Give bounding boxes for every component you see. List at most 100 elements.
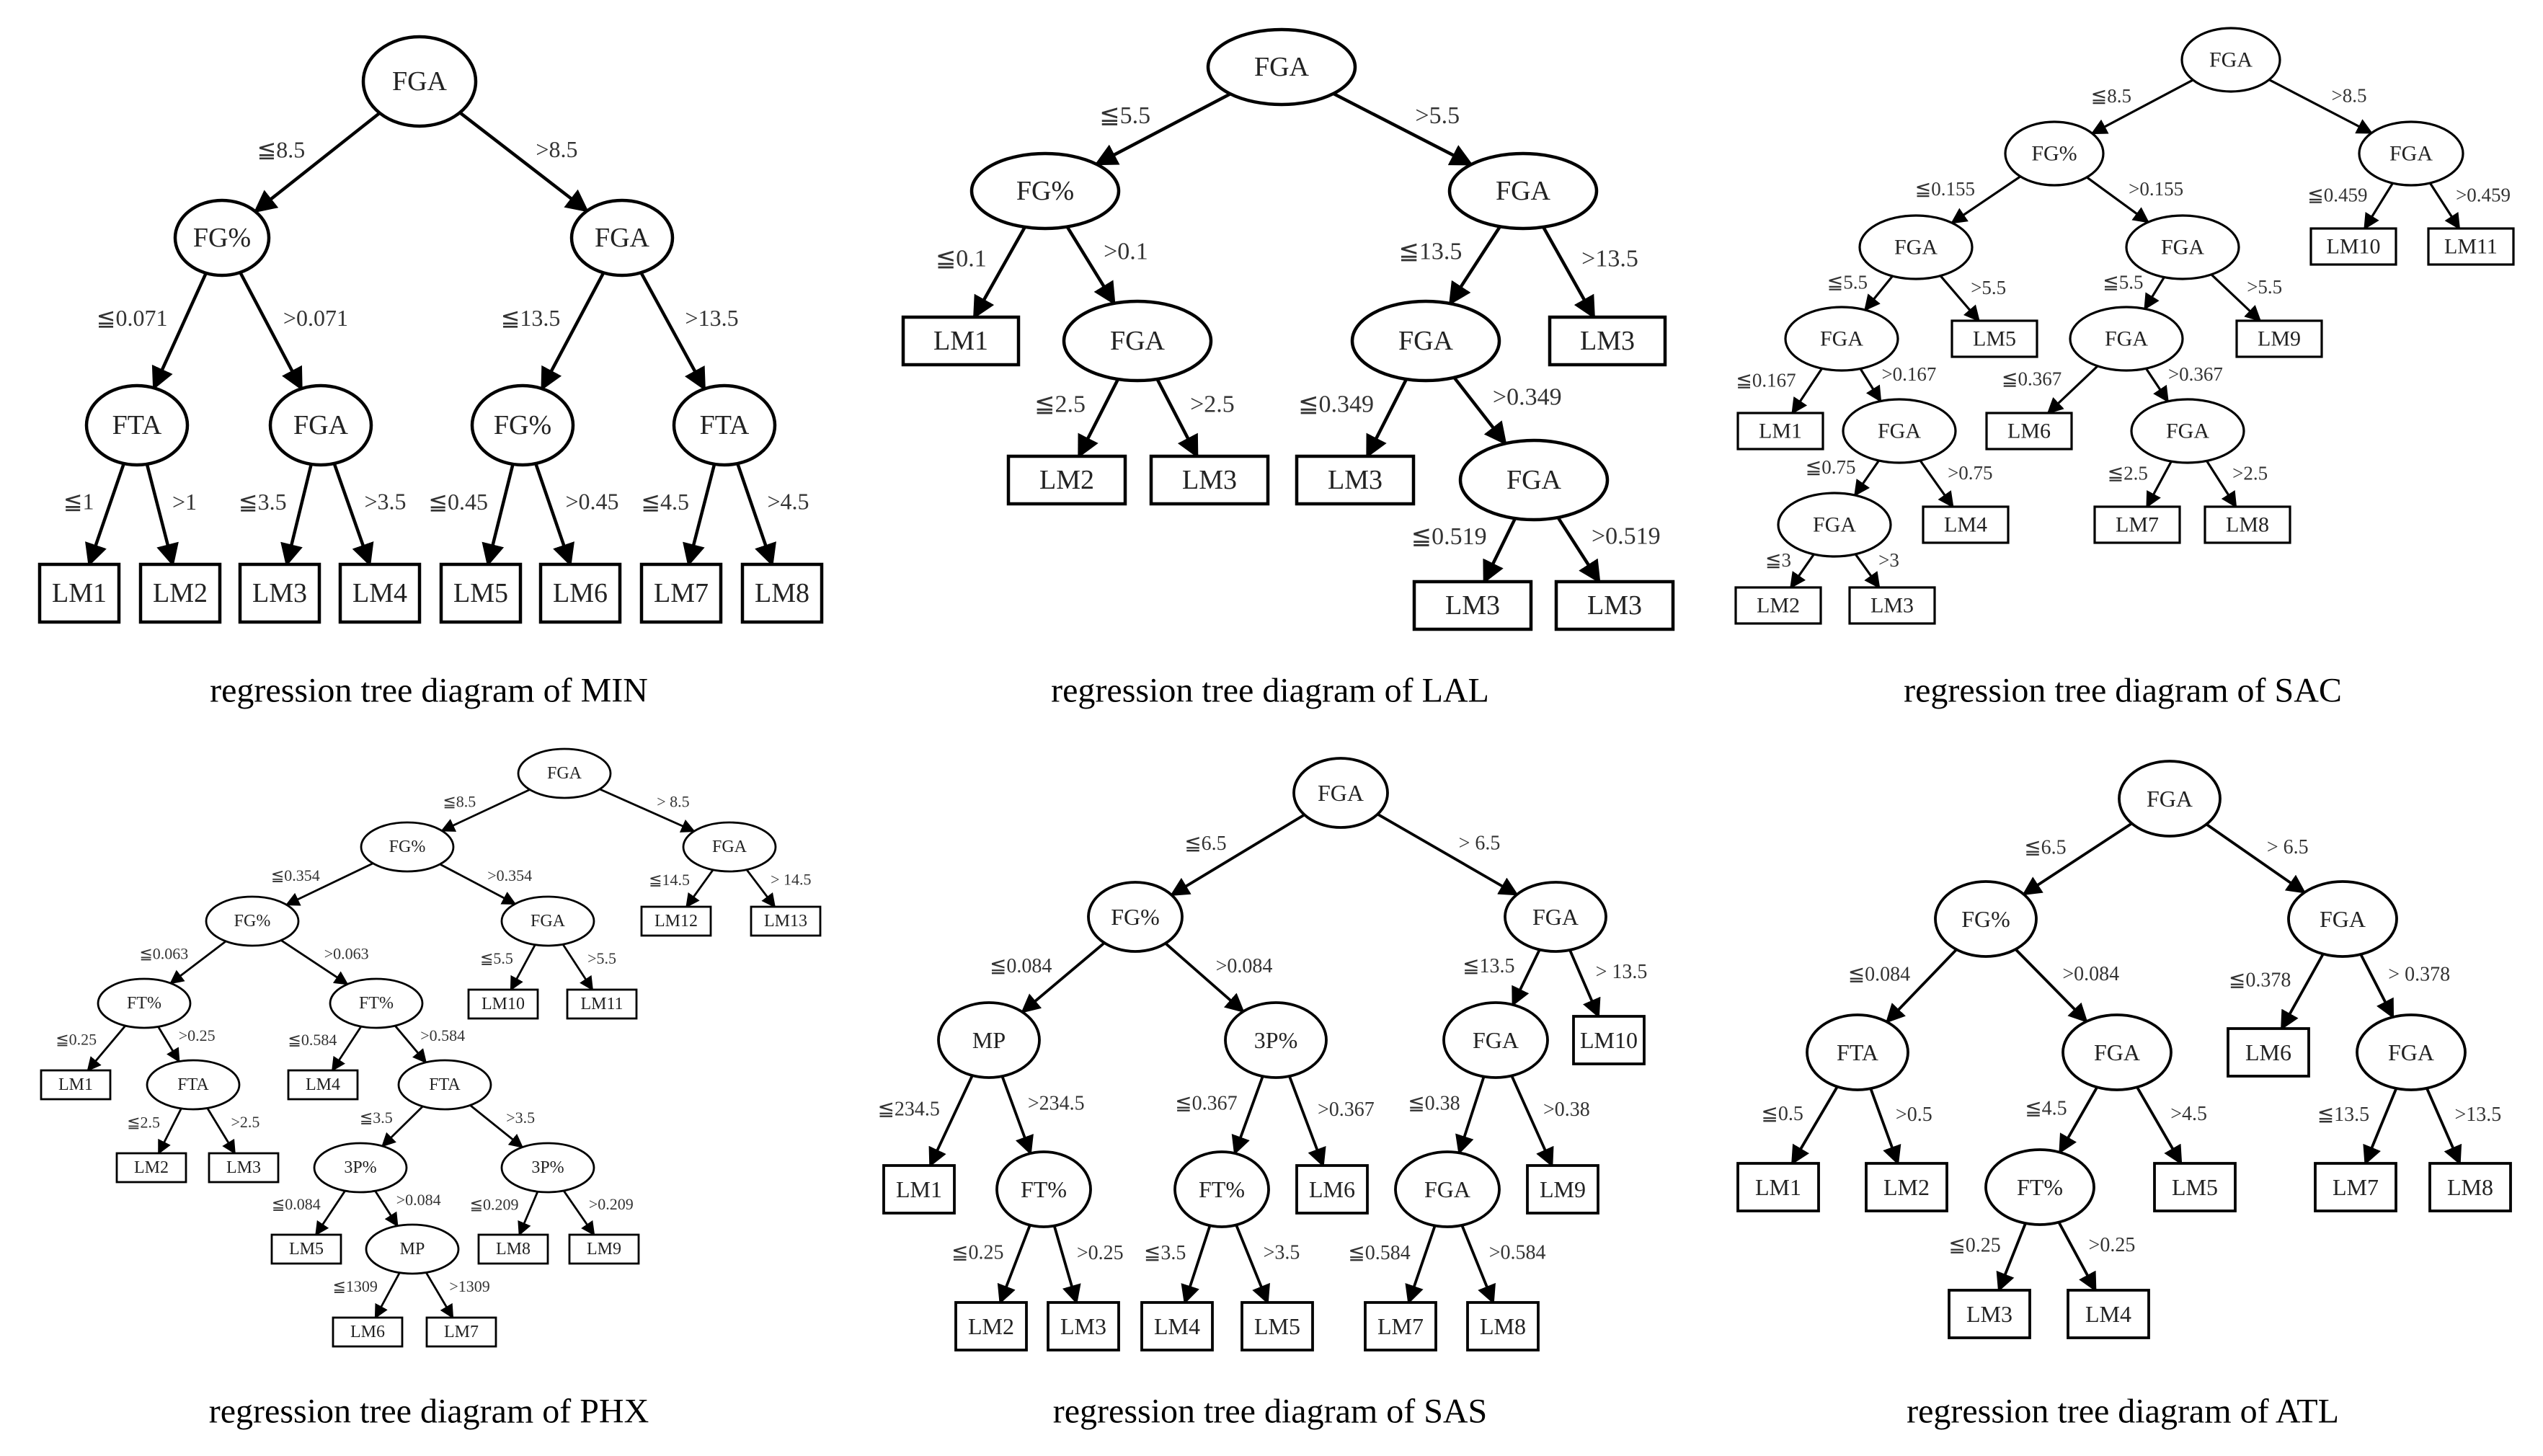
leaf-node-box <box>2204 505 2291 544</box>
node-label: FGA <box>392 66 448 97</box>
edge-label: ≦0.367 <box>2002 368 2062 390</box>
split-node: FGA <box>2358 120 2464 187</box>
edge-l2-l5 <box>1448 226 1501 306</box>
split-node: FGA <box>517 747 612 799</box>
split-node-ellipse <box>2004 120 2105 187</box>
node-label: LM9 <box>2258 327 2301 351</box>
leaf-node-box <box>1241 1301 1314 1351</box>
edge-a3-a8 <box>1000 1075 1034 1155</box>
edge-a8-a13 <box>997 1225 1031 1305</box>
edge-label: ≦0.349 <box>1298 391 1374 417</box>
node-label: LM5 <box>1254 1313 1300 1339</box>
edge-p0-p1 <box>440 789 531 832</box>
leaf-node-box <box>2153 1162 2237 1212</box>
split-node-ellipse <box>1458 438 1610 522</box>
split-node: MP <box>365 1223 460 1275</box>
edge-label: ≦5.5 <box>2103 272 2143 293</box>
split-node: FGA <box>682 821 777 873</box>
node-label: LM8 <box>2226 513 2269 537</box>
node-label: LM11 <box>580 995 623 1013</box>
split-node-ellipse <box>517 747 612 799</box>
edge-label: ≦0.084 <box>1848 964 1910 986</box>
edge-label: ≦0.354 <box>271 866 320 884</box>
split-node-ellipse <box>1806 1013 1909 1091</box>
leaf-node-box <box>2093 505 2181 544</box>
node-label: FGA <box>1532 904 1579 930</box>
edge-p12-p15 <box>157 1108 182 1155</box>
split-node: FGA <box>2130 398 2245 464</box>
split-node-ellipse <box>1504 881 1607 953</box>
split-node-ellipse <box>1842 398 1957 464</box>
node-label: FGA <box>2147 786 2193 812</box>
edge-a5-a11 <box>1455 1076 1486 1155</box>
leaf-node-box <box>1295 454 1416 506</box>
leaf-node: LM8 <box>1466 1301 1540 1351</box>
edge-m4-m9 <box>280 463 313 567</box>
edge-label: >0.367 <box>1318 1098 1375 1121</box>
leaf-node: LM3 <box>1047 1301 1120 1351</box>
node-label: LM2 <box>134 1158 169 1177</box>
edge-s14-s17 <box>2146 461 2173 508</box>
edge-label: ≦13.5 <box>2317 1104 2369 1126</box>
node-label: LM2 <box>1039 465 1094 495</box>
leaf-node: LM5 <box>2153 1162 2237 1212</box>
edge-label: ≦0.584 <box>288 1031 337 1049</box>
edge-m6-m14 <box>736 463 776 567</box>
edge-label: >1 <box>172 489 197 515</box>
edge-label: ≦3.5 <box>1144 1242 1186 1264</box>
edge-a2-a6 <box>1568 949 1601 1018</box>
leaf-node-box <box>750 905 822 937</box>
leaf-node: LM7 <box>639 562 723 624</box>
leaf-node-box <box>1047 1301 1120 1351</box>
leaf-node: LM8 <box>477 1233 549 1265</box>
caption-min: regression tree diagram of MIN <box>210 672 648 710</box>
edge-l1-l3 <box>972 226 1026 319</box>
leaf-node: LM9 <box>568 1233 640 1265</box>
edge-t2-t5 <box>2280 953 2325 1031</box>
split-node: FG% <box>2004 120 2105 187</box>
leaf-node: LM9 <box>2235 319 2323 358</box>
leaf-node: LM10 <box>2309 227 2397 266</box>
node-label: FG% <box>2031 142 2077 166</box>
leaf-node-box <box>1006 454 1127 506</box>
edge-label: >0.25 <box>1077 1242 1124 1264</box>
node-label: FG% <box>234 912 271 931</box>
node-label: LM7 <box>444 1323 479 1341</box>
edge-l0-l2 <box>1332 92 1473 167</box>
leaf-node-box <box>138 562 222 624</box>
node-label: LM4 <box>2085 1301 2131 1327</box>
node-label: LM4 <box>306 1075 340 1094</box>
node-label: LM11 <box>2444 235 2498 259</box>
split-node-ellipse <box>672 383 777 467</box>
edge-m2-m6 <box>639 272 706 391</box>
edge-a5-a12 <box>1510 1075 1554 1168</box>
edge-p20-p23 <box>374 1272 401 1319</box>
edge-m2-m5 <box>540 272 605 391</box>
node-label: FTA <box>429 1075 461 1094</box>
split-node-ellipse <box>500 1142 595 1194</box>
leaf-node-box <box>639 562 723 624</box>
node-label: FGA <box>1254 52 1310 82</box>
leaf-node: LM1 <box>40 1069 112 1101</box>
edge-label: > 14.5 <box>771 871 811 889</box>
leaf-node: LM2 <box>1006 454 1127 506</box>
edge-label: ≦2.5 <box>2108 463 2148 484</box>
split-node-ellipse <box>2130 398 2245 464</box>
edge-p17-p20 <box>374 1190 399 1228</box>
node-label: LM2 <box>153 578 208 608</box>
leaf-node-box <box>2427 227 2515 266</box>
edge-label: >0.084 <box>2062 963 2119 985</box>
split-node-ellipse <box>1173 1150 1270 1228</box>
edge-s2-s4 <box>2429 182 2461 230</box>
edge-label: >0.25 <box>179 1026 216 1044</box>
leaf-node-box <box>238 562 321 624</box>
edge-s2-s3 <box>2364 182 2394 230</box>
split-node: FGA <box>1062 299 1213 383</box>
edge-label: ≦5.5 <box>1099 102 1150 129</box>
split-node: FGA <box>1842 398 1957 464</box>
edges-lal: ≦5.5>5.5≦0.1>0.1≦13.5>13.5≦2.5>2.5≦0.349… <box>936 92 1661 584</box>
leaf-node-box <box>568 1233 640 1265</box>
node-label: FGA <box>2105 327 2148 351</box>
